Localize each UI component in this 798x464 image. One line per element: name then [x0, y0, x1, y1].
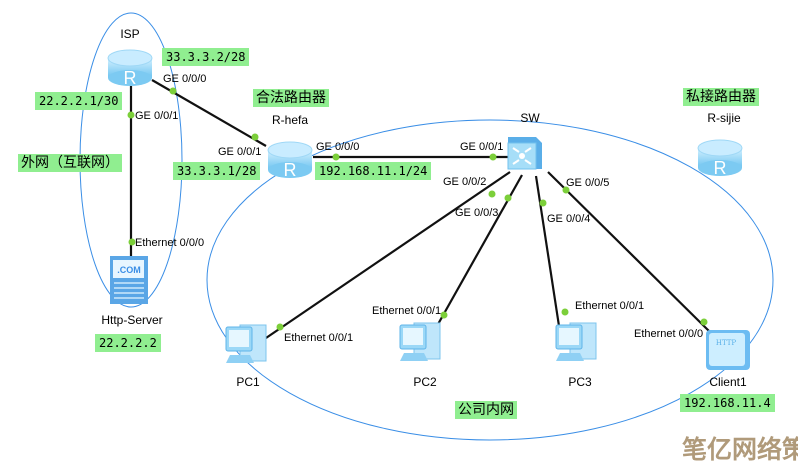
- port-dot: [276, 323, 284, 331]
- device-name-server: Http-Server: [101, 313, 162, 327]
- port-dot: [251, 133, 259, 141]
- lan-zone-outline: [206, 119, 774, 441]
- router-icon-isp[interactable]: [107, 49, 153, 89]
- port-label: Ethernet 0/0/1: [372, 305, 441, 317]
- client-badge: HTTP: [716, 339, 737, 347]
- device-name-isp: ISP: [120, 27, 139, 41]
- port-dot: [700, 318, 708, 326]
- router-icon-hefa[interactable]: [267, 141, 313, 181]
- ip-label: 192.168.11.4: [680, 394, 775, 412]
- port-label: Ethernet 0/0/0: [135, 237, 204, 249]
- port-label: GE 0/0/0: [316, 141, 359, 153]
- link-sw-pc3: [534, 175, 561, 327]
- port-dot: [539, 199, 547, 207]
- port-dot: [128, 238, 136, 246]
- pc-icon-pc1[interactable]: [225, 324, 267, 364]
- ip-label: 33.3.3.1/28: [173, 162, 261, 180]
- pc-icon-pc3[interactable]: [555, 322, 597, 362]
- ip-label: 22.2.2.1/30: [35, 92, 123, 110]
- ip-label: 33.3.3.2/28: [162, 48, 250, 66]
- port-dot: [561, 308, 569, 316]
- port-label: Ethernet 0/0/1: [284, 332, 353, 344]
- port-label: GE 0/0/5: [566, 177, 609, 189]
- port-dot: [440, 311, 448, 319]
- port-label: Ethernet 0/0/1: [575, 300, 644, 312]
- link-sw-client1: [547, 171, 711, 333]
- port-dot: [489, 153, 497, 161]
- device-name-pc2: PC2: [413, 375, 437, 389]
- port-label: GE 0/0/1: [135, 110, 178, 122]
- port-dot: [504, 194, 512, 202]
- port-label: GE 0/0/1: [460, 141, 503, 153]
- device-name-sijie: R-sijie: [707, 111, 741, 125]
- device-name-client1: Client1: [709, 375, 747, 389]
- watermark: 笔亿网络策划: [682, 435, 798, 464]
- port-label: Ethernet 0/0/0: [634, 328, 703, 340]
- port-label: GE 0/0/2: [443, 176, 486, 188]
- device-name-pc1: PC1: [236, 375, 260, 389]
- device-name-pc3: PC3: [568, 375, 592, 389]
- port-dot: [562, 186, 570, 194]
- port-dot: [332, 153, 340, 161]
- router-icon-sijie[interactable]: [697, 139, 743, 179]
- server-icon[interactable]: .COM: [110, 256, 148, 304]
- lan-zone-label: 公司内网: [455, 401, 517, 419]
- device-name-hefa: R-hefa: [272, 113, 308, 127]
- port-dot: [488, 190, 496, 198]
- ip-label: 22.2.2.2: [95, 334, 161, 352]
- port-label: GE 0/0/4: [547, 213, 590, 225]
- port-dot: [169, 87, 177, 95]
- port-label: GE 0/0/3: [455, 207, 498, 219]
- switch-icon[interactable]: [507, 137, 542, 170]
- http-client-icon[interactable]: HTTP: [706, 330, 750, 370]
- port-dot: [127, 111, 135, 119]
- link-sw-pc1: [265, 171, 511, 339]
- server-badge: .COM: [117, 265, 141, 275]
- port-label: GE 0/0/0: [163, 73, 206, 85]
- internet-zone-label: 外网（互联网）: [18, 154, 122, 172]
- pc-icon-pc2[interactable]: [399, 322, 441, 362]
- legal-router-label: 合法路由器: [253, 89, 329, 107]
- port-label: GE 0/0/1: [218, 146, 261, 158]
- ip-label: 192.168.11.1/24: [315, 162, 432, 180]
- rogue-router-label: 私接路由器: [683, 88, 759, 106]
- device-name-sw: SW: [520, 111, 540, 125]
